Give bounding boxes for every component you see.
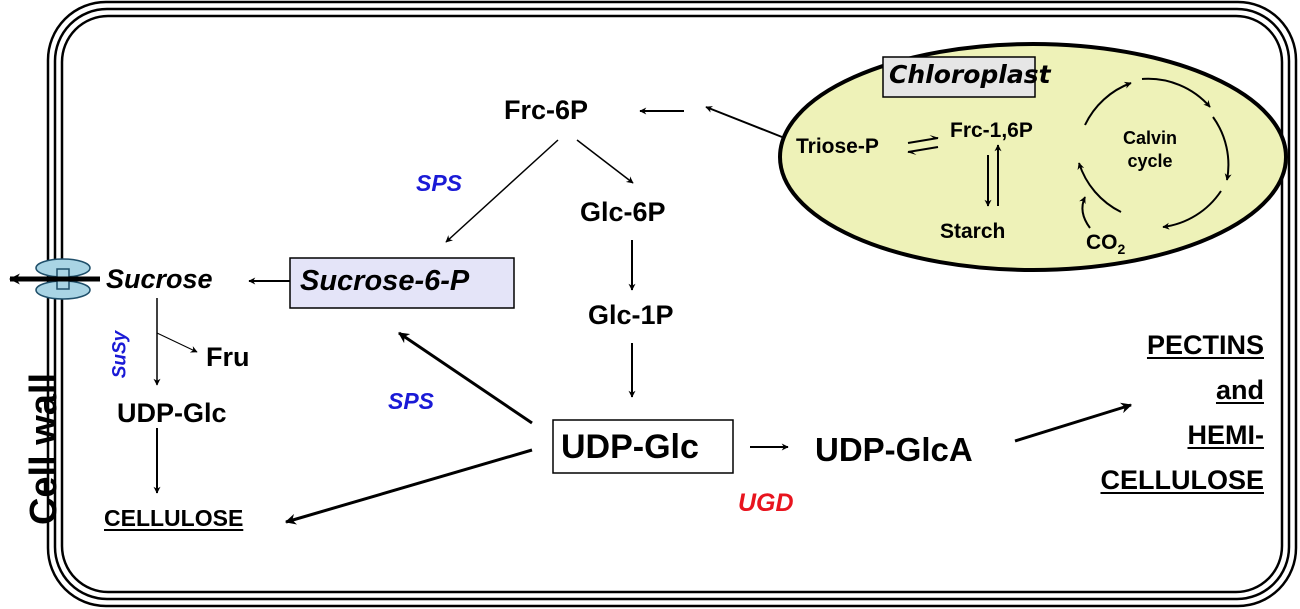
glc-6p-label: Glc-6P <box>580 197 666 227</box>
chloroplast-label-box <box>882 56 1036 98</box>
calvin-cycle-arrows <box>1077 77 1232 230</box>
pathway-arrows <box>153 106 1133 525</box>
udp-glc-box <box>552 419 734 474</box>
cellulose-label: CELLULOSE <box>104 505 244 531</box>
pectins-hemicellulose-label: PECTINS and HEMI- CELLULOSE <box>1100 323 1264 503</box>
co2-subscript: 2 <box>1117 241 1126 258</box>
frc-1-6p-label: Frc-1,6P <box>950 119 1033 142</box>
pectins-line-2: and <box>1215 375 1264 405</box>
sucrose-6-p-label: Sucrose-6-P <box>300 265 470 297</box>
chloroplast-arrows <box>907 134 1002 207</box>
sps-bottom-enzyme: SPS <box>388 388 435 414</box>
co2-base: CO <box>1086 231 1118 254</box>
pectins-line-1: PECTINS <box>1146 330 1264 360</box>
udp-glca-label: UDP-GlcA <box>815 431 973 468</box>
frc-6p-label: Frc-6P <box>504 95 589 125</box>
sucrose-label: Sucrose <box>106 264 213 294</box>
sps-top-enzyme: SPS <box>416 170 463 196</box>
susy-enzyme: SuSy <box>109 330 131 379</box>
calvin-line-1: Calvin <box>1122 128 1178 148</box>
sucrose-6-p-box <box>289 257 515 309</box>
chloroplast-organelle <box>778 42 1288 272</box>
calvin-cycle-label: Calvin cycle <box>1110 127 1190 174</box>
starch-label: Starch <box>940 220 1006 243</box>
membrane-transporter-icon <box>8 258 100 300</box>
chloroplast-label: Chloroplast <box>889 60 1051 89</box>
fru-label: Fru <box>206 342 250 372</box>
cell-wall-label: Cell wall <box>23 372 66 526</box>
cell-boundary <box>46 0 1298 608</box>
calvin-line-2: cycle <box>1127 151 1173 172</box>
udp-glc-main-label: UDP-Glc <box>561 428 699 466</box>
udp-glc-left-label: UDP-Glc <box>117 398 227 428</box>
co2-label: CO2 <box>1086 232 1125 256</box>
glc-1p-label: Glc-1P <box>588 300 674 330</box>
pectins-line-4: CELLULOSE <box>1100 465 1264 495</box>
ugd-enzyme: UGD <box>738 489 794 517</box>
triose-p-label: Triose-P <box>796 135 879 158</box>
pectins-line-3: HEMI- <box>1187 420 1265 450</box>
